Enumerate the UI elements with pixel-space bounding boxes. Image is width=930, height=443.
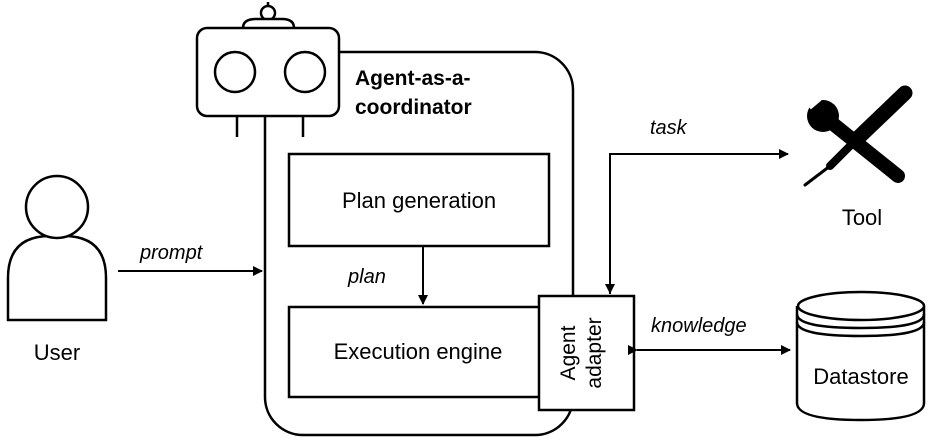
task-connector	[609, 149, 789, 294]
user-icon	[6, 174, 108, 322]
knowledge-edge-label: knowledge	[651, 315, 747, 337]
coordinator-title-line1: Agent-as-a-	[355, 67, 471, 90]
execution-engine-box	[287, 305, 551, 399]
tool-label: Tool	[842, 205, 882, 230]
robot-icon	[195, 2, 341, 137]
datastore-label: Datastore	[813, 364, 908, 389]
plan-generation-label: Plan generation	[342, 188, 496, 213]
wrench-screwdriver-icon	[803, 85, 913, 187]
prompt-edge-label: prompt	[139, 242, 204, 264]
agent-adapter-label-line1: Agent	[557, 325, 580, 380]
execution-engine-label: Execution engine	[334, 339, 503, 364]
agent-adapter-label-line2: adapter	[583, 317, 606, 388]
plan-edge-label: plan	[347, 266, 386, 288]
database-icon	[795, 290, 926, 422]
plan-generation-box	[287, 152, 551, 248]
task-edge-label: task	[650, 117, 688, 139]
agent-adapter-box	[537, 294, 636, 412]
coordinator-title-line2: coordinator	[355, 96, 472, 119]
user-label: User	[34, 340, 80, 365]
